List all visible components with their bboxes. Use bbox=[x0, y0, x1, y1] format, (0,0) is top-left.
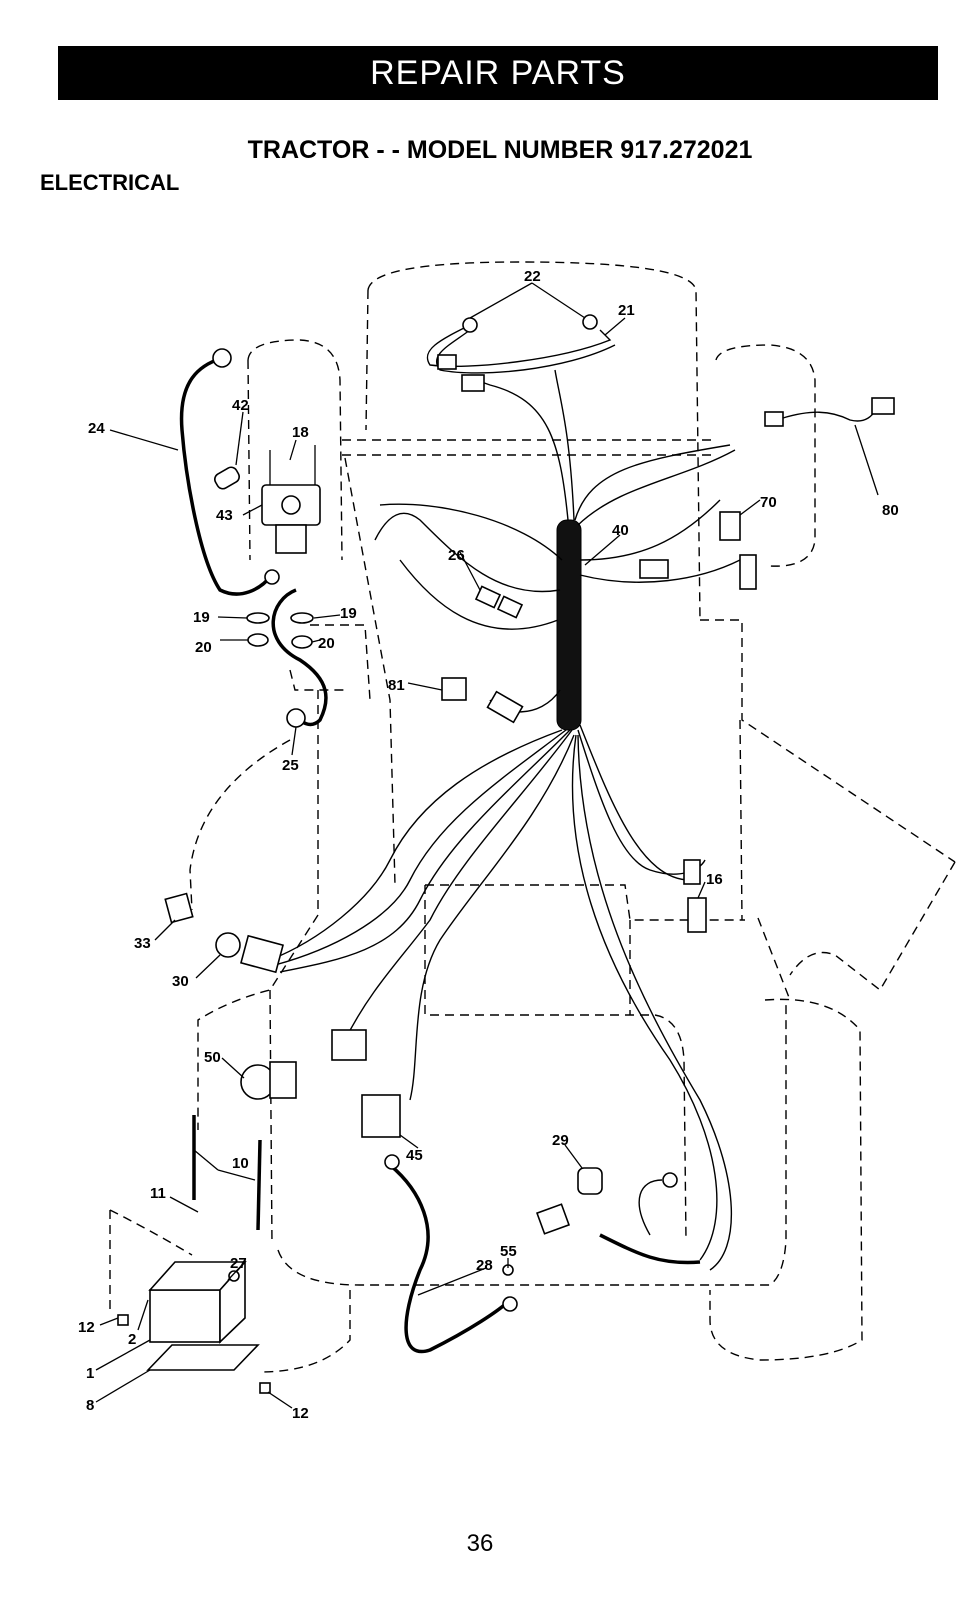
callout-43: 43 bbox=[216, 507, 233, 524]
components bbox=[165, 398, 894, 1263]
connector-26 bbox=[498, 596, 522, 617]
ignition-switch-30 bbox=[216, 933, 240, 957]
solenoid-post bbox=[282, 496, 300, 514]
callout-21: 21 bbox=[618, 302, 635, 319]
rubber-boot-42 bbox=[213, 465, 242, 491]
relay-plug bbox=[488, 692, 523, 723]
leader-lines bbox=[96, 283, 878, 1408]
ammeter-45 bbox=[362, 1095, 400, 1137]
battery-tray-8 bbox=[148, 1345, 258, 1370]
callout-24: 24 bbox=[88, 420, 105, 437]
headlight-harness bbox=[427, 315, 615, 391]
hold-down-rod-10b bbox=[258, 1140, 260, 1230]
callout-20-right: 20 bbox=[318, 635, 335, 652]
fuel-solenoid-29 bbox=[578, 1168, 602, 1194]
nut-12-right bbox=[260, 1383, 270, 1393]
ground-terminal bbox=[663, 1173, 677, 1187]
callout-81: 81 bbox=[388, 677, 405, 694]
callout-50: 50 bbox=[204, 1049, 221, 1066]
callout-26: 26 bbox=[448, 547, 465, 564]
harness-conduit-40 bbox=[557, 520, 581, 730]
solenoid-terminal bbox=[265, 570, 279, 584]
nut-20-left bbox=[248, 634, 268, 646]
callout-33: 33 bbox=[134, 935, 151, 952]
callout-8: 8 bbox=[86, 1397, 94, 1414]
ring-terminal-24 bbox=[213, 349, 231, 367]
callout-70: 70 bbox=[760, 494, 777, 511]
harness-connector-right bbox=[640, 560, 668, 578]
ground-cable-terminal-28 bbox=[503, 1297, 517, 1311]
starter-solenoid-assembly bbox=[182, 349, 326, 727]
callout-27: 27 bbox=[230, 1255, 247, 1272]
headlight-bulb-left bbox=[463, 318, 477, 332]
battery-terminal bbox=[229, 1271, 239, 1281]
lock-washer-19-right bbox=[291, 613, 313, 623]
callout-55: 55 bbox=[500, 1243, 517, 1260]
callout-16: 16 bbox=[706, 871, 723, 888]
connector-right-lower bbox=[740, 555, 756, 589]
callout-19-left: 19 bbox=[193, 609, 210, 626]
headlight-switch-50 bbox=[270, 1062, 296, 1098]
connector-16 bbox=[684, 860, 700, 884]
ring-terminal-25 bbox=[287, 709, 305, 727]
callout-80: 80 bbox=[882, 502, 899, 519]
callout-29: 29 bbox=[552, 1132, 569, 1149]
callout-11: 11 bbox=[150, 1185, 166, 1202]
nut-20-right bbox=[292, 636, 312, 648]
key-33 bbox=[165, 894, 192, 923]
headlight-bulb-right bbox=[583, 315, 597, 329]
battery-front bbox=[150, 1290, 220, 1342]
ignition-connector bbox=[241, 936, 283, 972]
fuse-holder-70 bbox=[720, 512, 740, 540]
callout-2: 2 bbox=[128, 1331, 136, 1348]
connector-block bbox=[332, 1030, 366, 1060]
callout-20-left: 20 bbox=[195, 639, 212, 656]
callout-12-right: 12 bbox=[292, 1405, 309, 1422]
callout-18: 18 bbox=[292, 424, 309, 441]
harness-plug bbox=[462, 375, 484, 391]
battery-assembly bbox=[0, 1115, 517, 1393]
main-wiring-harness bbox=[270, 370, 740, 1270]
callout-1: 1 bbox=[86, 1365, 94, 1382]
callout-22: 22 bbox=[524, 268, 541, 285]
callout-30: 30 bbox=[172, 973, 189, 990]
battery-cable-terminal bbox=[385, 1155, 399, 1169]
headlight-connector bbox=[438, 355, 456, 369]
solenoid-body bbox=[276, 525, 306, 553]
callout-40: 40 bbox=[612, 522, 629, 539]
lock-washer-19-left bbox=[247, 613, 269, 623]
callout-19-right: 19 bbox=[340, 605, 357, 622]
callout-45: 45 bbox=[406, 1147, 423, 1164]
callout-25: 25 bbox=[282, 757, 299, 774]
callout-10: 10 bbox=[232, 1155, 249, 1172]
seat-switch-16 bbox=[688, 898, 706, 932]
part-callouts: 22 21 24 42 18 43 19 20 19 20 25 26 40 7… bbox=[78, 268, 899, 1422]
nut-12-left bbox=[118, 1315, 128, 1325]
callout-12-left: 12 bbox=[78, 1319, 95, 1336]
callout-42: 42 bbox=[232, 397, 249, 414]
relay-81 bbox=[442, 678, 466, 700]
connector-80-b bbox=[872, 398, 894, 414]
connector-29 bbox=[537, 1204, 569, 1234]
page-number: 36 bbox=[0, 1530, 960, 1558]
callout-28: 28 bbox=[476, 1257, 493, 1274]
connector-80-a bbox=[765, 412, 783, 426]
